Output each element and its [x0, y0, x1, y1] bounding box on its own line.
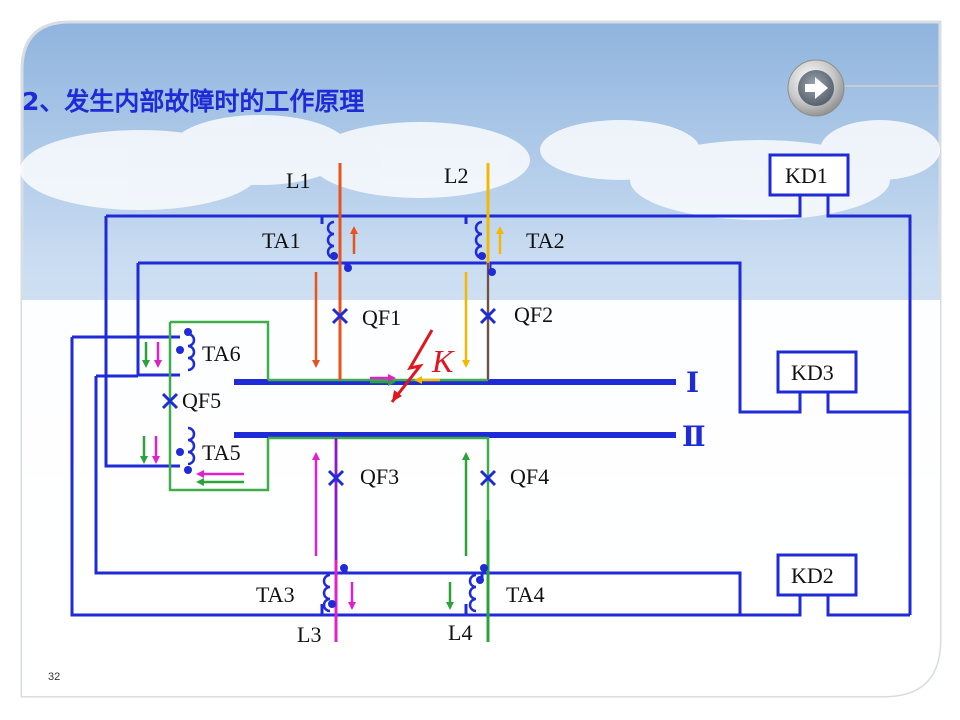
ta5-coil-icon	[187, 426, 196, 466]
ta6-coil-icon	[187, 332, 196, 372]
ta1-coil-icon	[326, 220, 335, 260]
line-l1-label: L1	[286, 168, 310, 193]
qf5-label: QF5	[182, 388, 221, 413]
slide-title: 2、发生内部故障时的工作原理	[22, 87, 364, 116]
busbar-2: Ⅱ	[234, 422, 706, 453]
qf2-breaker-icon	[479, 307, 497, 325]
arrow-right-icon	[805, 77, 828, 99]
ta2-coil-icon	[474, 220, 483, 260]
ta6-label: TA6	[202, 341, 241, 366]
qf3-label: QF3	[360, 464, 399, 489]
relay-kd2-label: KD2	[791, 563, 834, 588]
ta3-coil-icon	[322, 573, 331, 613]
relay-kd2: KD2	[776, 553, 858, 597]
qf1-label: QF1	[362, 305, 401, 330]
slide-frame	[20, 20, 942, 698]
current-arrows	[140, 226, 504, 610]
relay-kd3-label: KD3	[791, 360, 834, 385]
fault-label: K	[431, 343, 455, 379]
ta3-label: TA3	[256, 582, 295, 607]
breaker-marks	[161, 307, 497, 487]
bus-coupler-path	[168, 320, 490, 640]
ta2-label: TA2	[526, 228, 565, 253]
ct-coils	[187, 220, 483, 613]
qf1-breaker-icon	[331, 307, 349, 325]
secondary-wiring	[70, 196, 912, 617]
ta5-label: TA5	[202, 440, 241, 465]
page-number: 32	[48, 671, 60, 683]
ta1-label: TA1	[262, 228, 301, 253]
qf5-breaker-icon	[161, 392, 179, 410]
relay-kd1: KD1	[768, 153, 850, 197]
qf3-breaker-icon	[327, 469, 345, 487]
busbar-1: Ⅰ	[234, 368, 699, 399]
line-l2-label: L2	[444, 163, 468, 188]
relay-kd1-label: KD1	[785, 163, 828, 188]
ta4-coil-icon	[468, 573, 477, 613]
lightning-icon	[390, 329, 434, 403]
qf4-breaker-icon	[479, 469, 497, 487]
ct-polarity-dots	[176, 252, 496, 608]
line-l3-label: L3	[297, 622, 321, 647]
cloud-decoration	[20, 115, 940, 220]
next-slide-button[interactable]	[787, 59, 845, 117]
fault-point: K	[390, 329, 455, 403]
busbar-2-label: Ⅱ	[682, 422, 706, 453]
qf2-label: QF2	[514, 302, 553, 327]
line-l4-label: L4	[448, 620, 472, 645]
qf4-label: QF4	[510, 464, 549, 489]
busbar-1-label: Ⅰ	[686, 368, 699, 399]
ta4-label: TA4	[506, 582, 545, 607]
relay-kd3: KD3	[776, 350, 858, 394]
